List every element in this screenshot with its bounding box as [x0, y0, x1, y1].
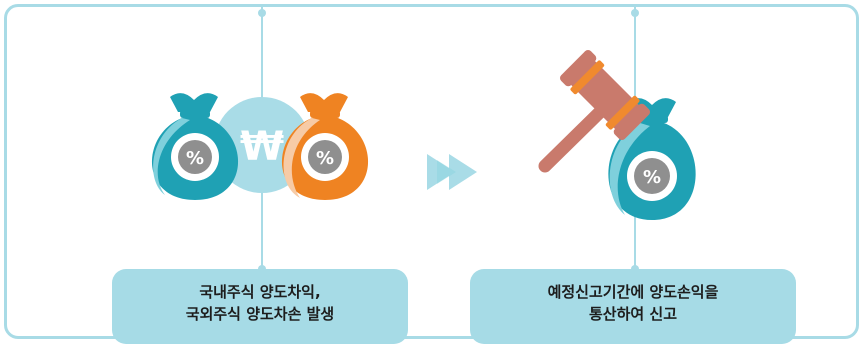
step-2-line-1: 예정신고기간에 양도손익을	[547, 282, 719, 301]
step-2-line-2: 통산하여 신고	[588, 304, 678, 323]
svg-text:%: %	[186, 148, 204, 169]
right-guide-top-dot	[631, 9, 639, 17]
step-1-line-2: 국외주식 양도차손 발생	[185, 304, 335, 323]
double-chevron-arrow-icon	[427, 154, 477, 190]
step-2-label: 예정신고기간에 양도손익을 통산하여 신고	[470, 269, 796, 344]
step-1-label: 국내주식 양도차익, 국외주식 양도차손 발생	[112, 269, 408, 344]
gavel-icon	[538, 49, 651, 173]
left-guide-top-dot	[258, 9, 266, 17]
step-1-line-1: 국내주식 양도차익,	[199, 282, 321, 301]
svg-text:₩: ₩	[240, 124, 284, 170]
teal-money-bag-icon: %	[151, 93, 239, 200]
orange-money-bag-icon: %	[281, 93, 369, 200]
svg-text:%: %	[316, 148, 334, 169]
teal-money-bag-icon: %	[608, 98, 696, 220]
svg-text:%: %	[643, 167, 661, 188]
